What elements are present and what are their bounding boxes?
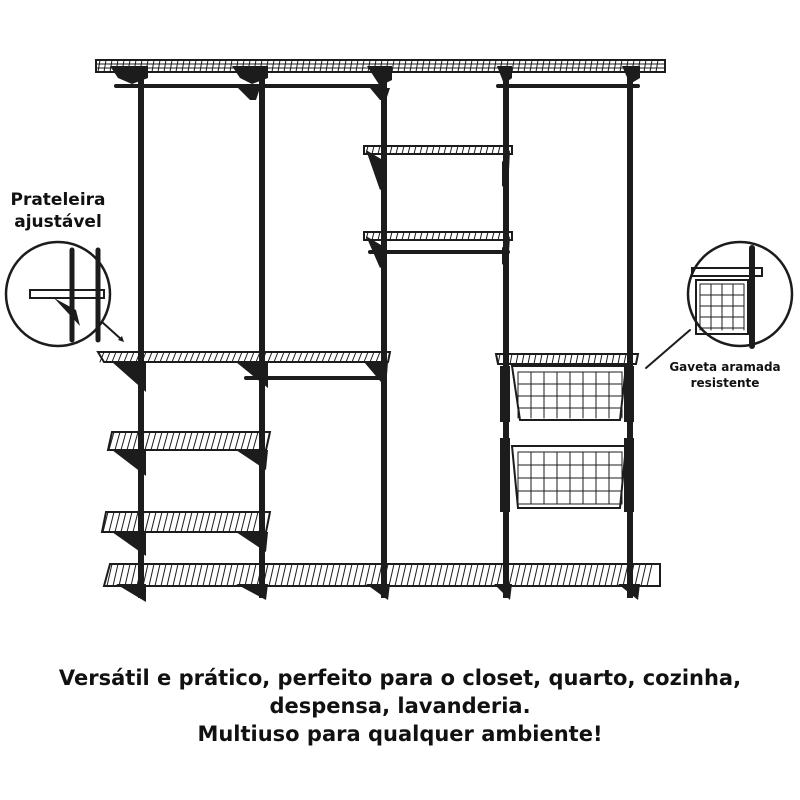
- wire-drawer-label: Gaveta aramada resistente: [650, 359, 800, 391]
- right-callout-circle: [645, 240, 794, 369]
- caption-line-2: despensa, lavanderia.: [269, 694, 531, 718]
- wire-drawer-label-line-2: resistente: [690, 376, 760, 390]
- left-shelves: [96, 351, 392, 556]
- adjustable-shelf-label-line-2: ajustável: [14, 212, 102, 232]
- adjustable-shelf-label: Prateleira ajustável: [6, 189, 110, 233]
- adjustable-shelf-label-line-1: Prateleira: [10, 190, 106, 210]
- caption-line-1: Versátil e prático, perfeito para o clos…: [58, 666, 742, 690]
- wire-drawers: [494, 353, 640, 512]
- vertical-standards: [138, 70, 633, 598]
- bottom-shelf: [102, 563, 661, 602]
- hanging-rods: [114, 84, 640, 100]
- caption-line-3: Multiuso para qualquer ambiente!: [197, 722, 603, 746]
- left-callout-circle: [4, 240, 124, 348]
- top-brackets: [110, 66, 640, 86]
- product-caption: Versátil e prático, perfeito para o clos…: [0, 664, 800, 748]
- wire-drawer-label-line-1: Gaveta aramada: [669, 360, 781, 374]
- middle-shelves: [363, 145, 513, 268]
